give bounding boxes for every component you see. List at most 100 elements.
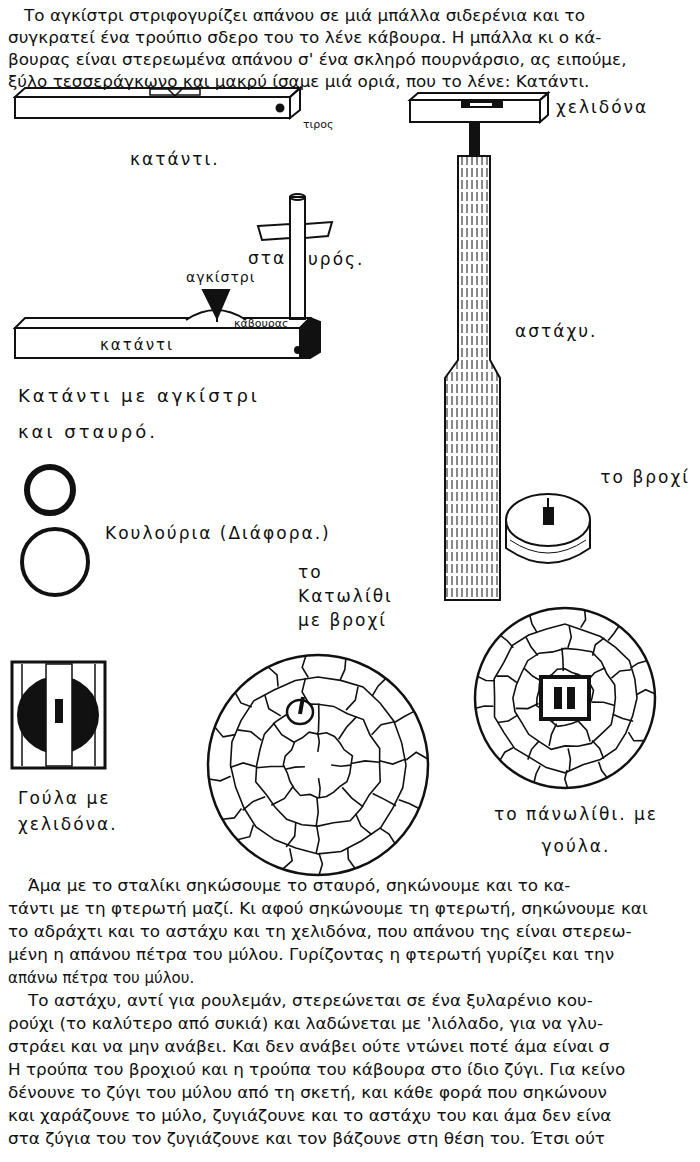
text-line: στα ζύγια του τον ζυγιάζουνε και τον βάζ… — [8, 1129, 605, 1149]
katolithi — [208, 655, 428, 875]
stone-crack — [302, 656, 308, 678]
stone-crack — [268, 667, 278, 687]
stone-crack — [579, 721, 591, 741]
text-line: ξύλο τεσσεράγκωνο και μακρύ ίσαμε μιά ορ… — [8, 72, 589, 92]
stone-crack — [526, 637, 538, 655]
stone-crack — [534, 766, 540, 783]
stone-crack — [257, 767, 286, 768]
part-label: κατάντι. — [130, 148, 220, 170]
stone-crack — [631, 661, 647, 669]
stone-crack — [342, 787, 363, 807]
stone-centers — [287, 677, 589, 724]
stone-crack — [318, 732, 320, 752]
stone-crack — [283, 848, 293, 869]
stone-crack — [478, 676, 496, 680]
stone-crack — [351, 761, 380, 764]
part-label: αστάχυ. — [515, 320, 597, 342]
stone-crack — [406, 752, 428, 760]
stone-crack — [399, 800, 419, 809]
stone-crack — [215, 727, 236, 737]
stone-crack — [319, 778, 321, 798]
stone-crack — [331, 765, 351, 766]
stone-crack — [273, 723, 294, 743]
stone-crack — [356, 814, 372, 835]
stone-crack — [230, 763, 256, 768]
stone-crack — [568, 626, 571, 648]
text-line: απάνω πέτρα του μύλου. — [8, 968, 194, 988]
ring — [27, 467, 73, 513]
stone-crack — [496, 676, 517, 683]
stone-crack — [500, 635, 513, 648]
text-line: συγκρατεί ένα τρούπιο σδερο του το λένε … — [8, 28, 601, 48]
text-line: βουρας είναι στερεωμένα απάνου σ' ένα σκ… — [8, 50, 626, 70]
stone-crack — [613, 714, 634, 721]
text-line: το αδράχτι και το αστάχυ και τη χελιδόνα… — [8, 922, 632, 942]
stone-crack — [500, 748, 513, 761]
stone-crack — [265, 695, 281, 716]
part-label: αγκίστρι — [186, 268, 255, 286]
panolithi — [475, 608, 655, 788]
stone-crack — [237, 730, 261, 741]
part-label: το πάνωλίθι. με γούλα. — [488, 798, 664, 862]
text-line: Άμα με το σταλίκι σηκώσουμε το σταυρό, σ… — [28, 876, 570, 896]
stone-crack — [373, 794, 396, 806]
part-label: υρός. — [308, 248, 364, 270]
goula — [12, 662, 105, 768]
stone-crack — [497, 715, 517, 722]
part-label: χελιδόνα — [556, 96, 648, 118]
stone-crack — [476, 706, 494, 708]
stone-crack — [285, 767, 305, 770]
stone-crack — [516, 704, 539, 709]
stone-crack — [372, 678, 386, 695]
stone-crack — [231, 677, 407, 854]
stone-crack — [243, 797, 266, 811]
stone-crack — [340, 659, 346, 680]
part-label: το Κατωλίθι με βροχί — [298, 560, 393, 632]
stone-crack — [592, 741, 604, 759]
stone-crack — [530, 615, 537, 632]
text-line: δένουνε το ζύγι του μύλου από τη σκετή, … — [8, 1083, 607, 1103]
stone-crack — [608, 626, 619, 640]
katanti-beam — [15, 88, 300, 118]
part-label: Κατάντι με αγκίστρι και σταυρό. — [18, 378, 298, 450]
part-label: το βροχί — [600, 466, 690, 488]
stone-crack — [271, 787, 293, 806]
katanti-beam-lower — [15, 290, 320, 358]
stone-crack — [339, 717, 357, 739]
stone-crack — [592, 702, 615, 706]
stone-crack — [348, 848, 355, 869]
text-line: Το αγκίστρι στριφογυρίζει απάνου σε μιά … — [24, 6, 585, 26]
text-line: και χαράζουνε το μύλο, ζυγιάζουνε και το… — [8, 1106, 611, 1126]
part-label: Κουλούρια (Διάφορα.) — [105, 518, 331, 548]
stone-crack — [209, 776, 231, 781]
ring — [22, 529, 88, 595]
stone-crack — [549, 724, 556, 746]
text-line: ρούχι (το καλύτερο από συκιά) και λαδώνε… — [8, 1014, 603, 1034]
stone-crack — [568, 748, 570, 770]
part-label: κατάντι — [100, 334, 174, 356]
stone-crack — [319, 853, 323, 875]
part-label: κάβουρας — [234, 317, 289, 330]
stone-crack — [380, 828, 395, 844]
stone-crack — [537, 669, 594, 727]
stone-crack — [581, 610, 586, 628]
chelidona-bar — [410, 93, 548, 156]
stone-crack — [346, 687, 358, 711]
stone-crack — [372, 722, 395, 735]
stone-crack — [611, 670, 631, 679]
stone-crack — [222, 809, 241, 820]
stone-crack — [494, 624, 637, 773]
stone-crack — [395, 711, 414, 722]
stone-crack — [562, 648, 563, 671]
stone-crack — [235, 693, 252, 707]
stone-crack — [513, 648, 616, 749]
stone-crack — [237, 825, 253, 840]
stone-crack — [528, 741, 539, 760]
vrochi — [506, 494, 590, 563]
text-line: Η τρούπα του βροχιού και η τρούπα του κά… — [8, 1060, 625, 1080]
stone-crack — [565, 770, 568, 788]
text-line: στράει και να μην ανάβει. Και δεν ανάβει… — [8, 1037, 609, 1057]
stone-crack — [380, 759, 406, 764]
